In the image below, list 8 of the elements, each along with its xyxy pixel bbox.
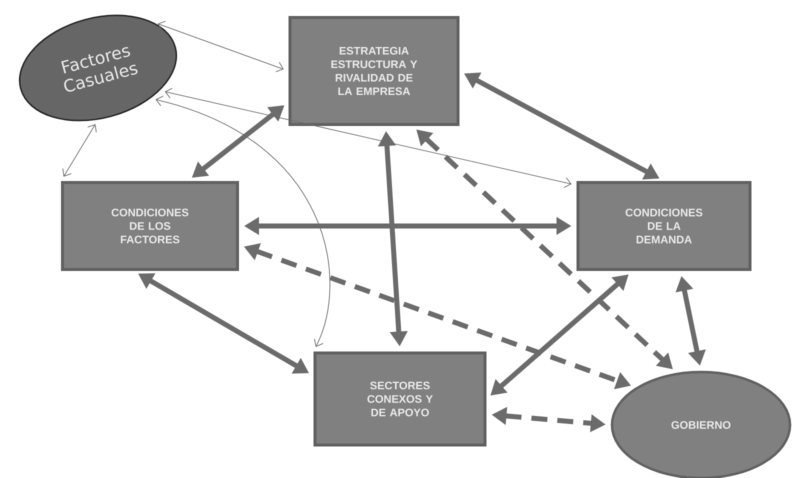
arrow <box>164 88 572 188</box>
factor-box: CONDICIONES DE LOS FACTORES <box>61 181 239 271</box>
factor-box: SECTORES CONEXOS Y DE APOYO <box>314 352 486 446</box>
factor-box: CONDICIONES DE LA DEMANDA <box>576 181 752 271</box>
arrow <box>156 96 330 348</box>
arrow <box>158 20 284 72</box>
arrow <box>62 124 97 177</box>
factor-box: ESTRATEGIA ESTRUCTURA Y RIVALIDAD DE LA EMPRESA <box>288 16 460 126</box>
